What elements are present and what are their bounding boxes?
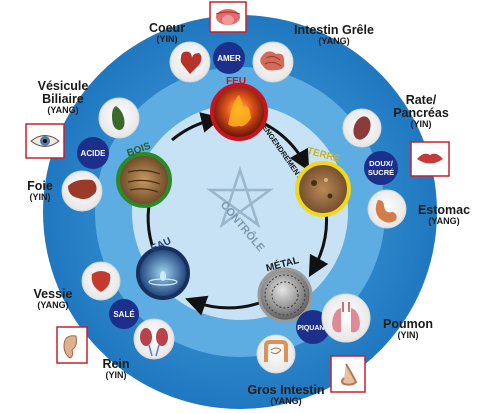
flavor-sale-badge: SALÉ bbox=[109, 299, 139, 329]
svg-text:DOUX/: DOUX/ bbox=[369, 159, 394, 168]
element-bois: BOIS bbox=[116, 141, 172, 208]
element-feu-label: FEU bbox=[226, 76, 246, 87]
sense-lips-picture bbox=[410, 141, 450, 177]
organ-estomac-label: Estomac (YANG) bbox=[417, 203, 471, 227]
organ-large-intestine-picture bbox=[256, 334, 296, 374]
organ-kidneys-picture bbox=[133, 318, 175, 360]
organ-spleen-picture bbox=[342, 108, 382, 148]
svg-text:AMER: AMER bbox=[217, 54, 241, 63]
control-star bbox=[206, 165, 274, 229]
flavor-piquant-badge: PIQUANT bbox=[296, 310, 330, 344]
element-feu: FEU bbox=[210, 76, 268, 141]
organ-coeur-label: Coeur (YIN) bbox=[148, 21, 186, 45]
sense-ear-picture bbox=[56, 326, 88, 364]
organ-gros-intestin-label: Gros Intestin (YANG) bbox=[247, 383, 325, 407]
sense-eye-picture bbox=[25, 123, 65, 159]
organ-gallbladder-picture bbox=[98, 97, 140, 139]
flavor-doux-sucre-badge: DOUX/ SUCRÉ bbox=[364, 151, 398, 185]
organ-stomach-picture bbox=[367, 189, 407, 229]
organ-small-intestine-picture bbox=[252, 41, 294, 83]
element-eau: EAU bbox=[136, 236, 190, 300]
svg-text:SUCRÉ: SUCRÉ bbox=[368, 168, 394, 177]
organ-vessie-label: Vessie (YANG) bbox=[33, 287, 73, 311]
sense-tongue-picture bbox=[209, 1, 247, 33]
svg-text:SALÉ: SALÉ bbox=[113, 310, 135, 319]
organ-rate-pancreas-label: Rate/ Pancréas (YIN) bbox=[393, 93, 449, 130]
organ-poumon-label: Poumon (YIN) bbox=[383, 317, 433, 341]
organ-rein-label: Rein (YIN) bbox=[102, 357, 130, 381]
organ-lungs-picture bbox=[321, 293, 371, 343]
svg-text:ACIDE: ACIDE bbox=[81, 149, 107, 158]
organ-liver-picture bbox=[61, 170, 103, 212]
organ-foie-label: Foie (YIN) bbox=[27, 179, 53, 203]
flavor-acide-badge: ACIDE bbox=[77, 137, 109, 169]
organ-heart-picture bbox=[169, 41, 211, 83]
flavor-amer-badge: AMER bbox=[213, 42, 245, 74]
organ-intestin-grele-label: Intestin Grêle (YANG) bbox=[294, 23, 374, 47]
organ-bladder-picture bbox=[81, 261, 121, 301]
svg-text:PIQUANT: PIQUANT bbox=[297, 325, 329, 332]
organ-vesicule-biliaire-label: Vésicule Biliaire (YANG) bbox=[37, 79, 89, 116]
sense-nose-picture bbox=[330, 355, 366, 393]
